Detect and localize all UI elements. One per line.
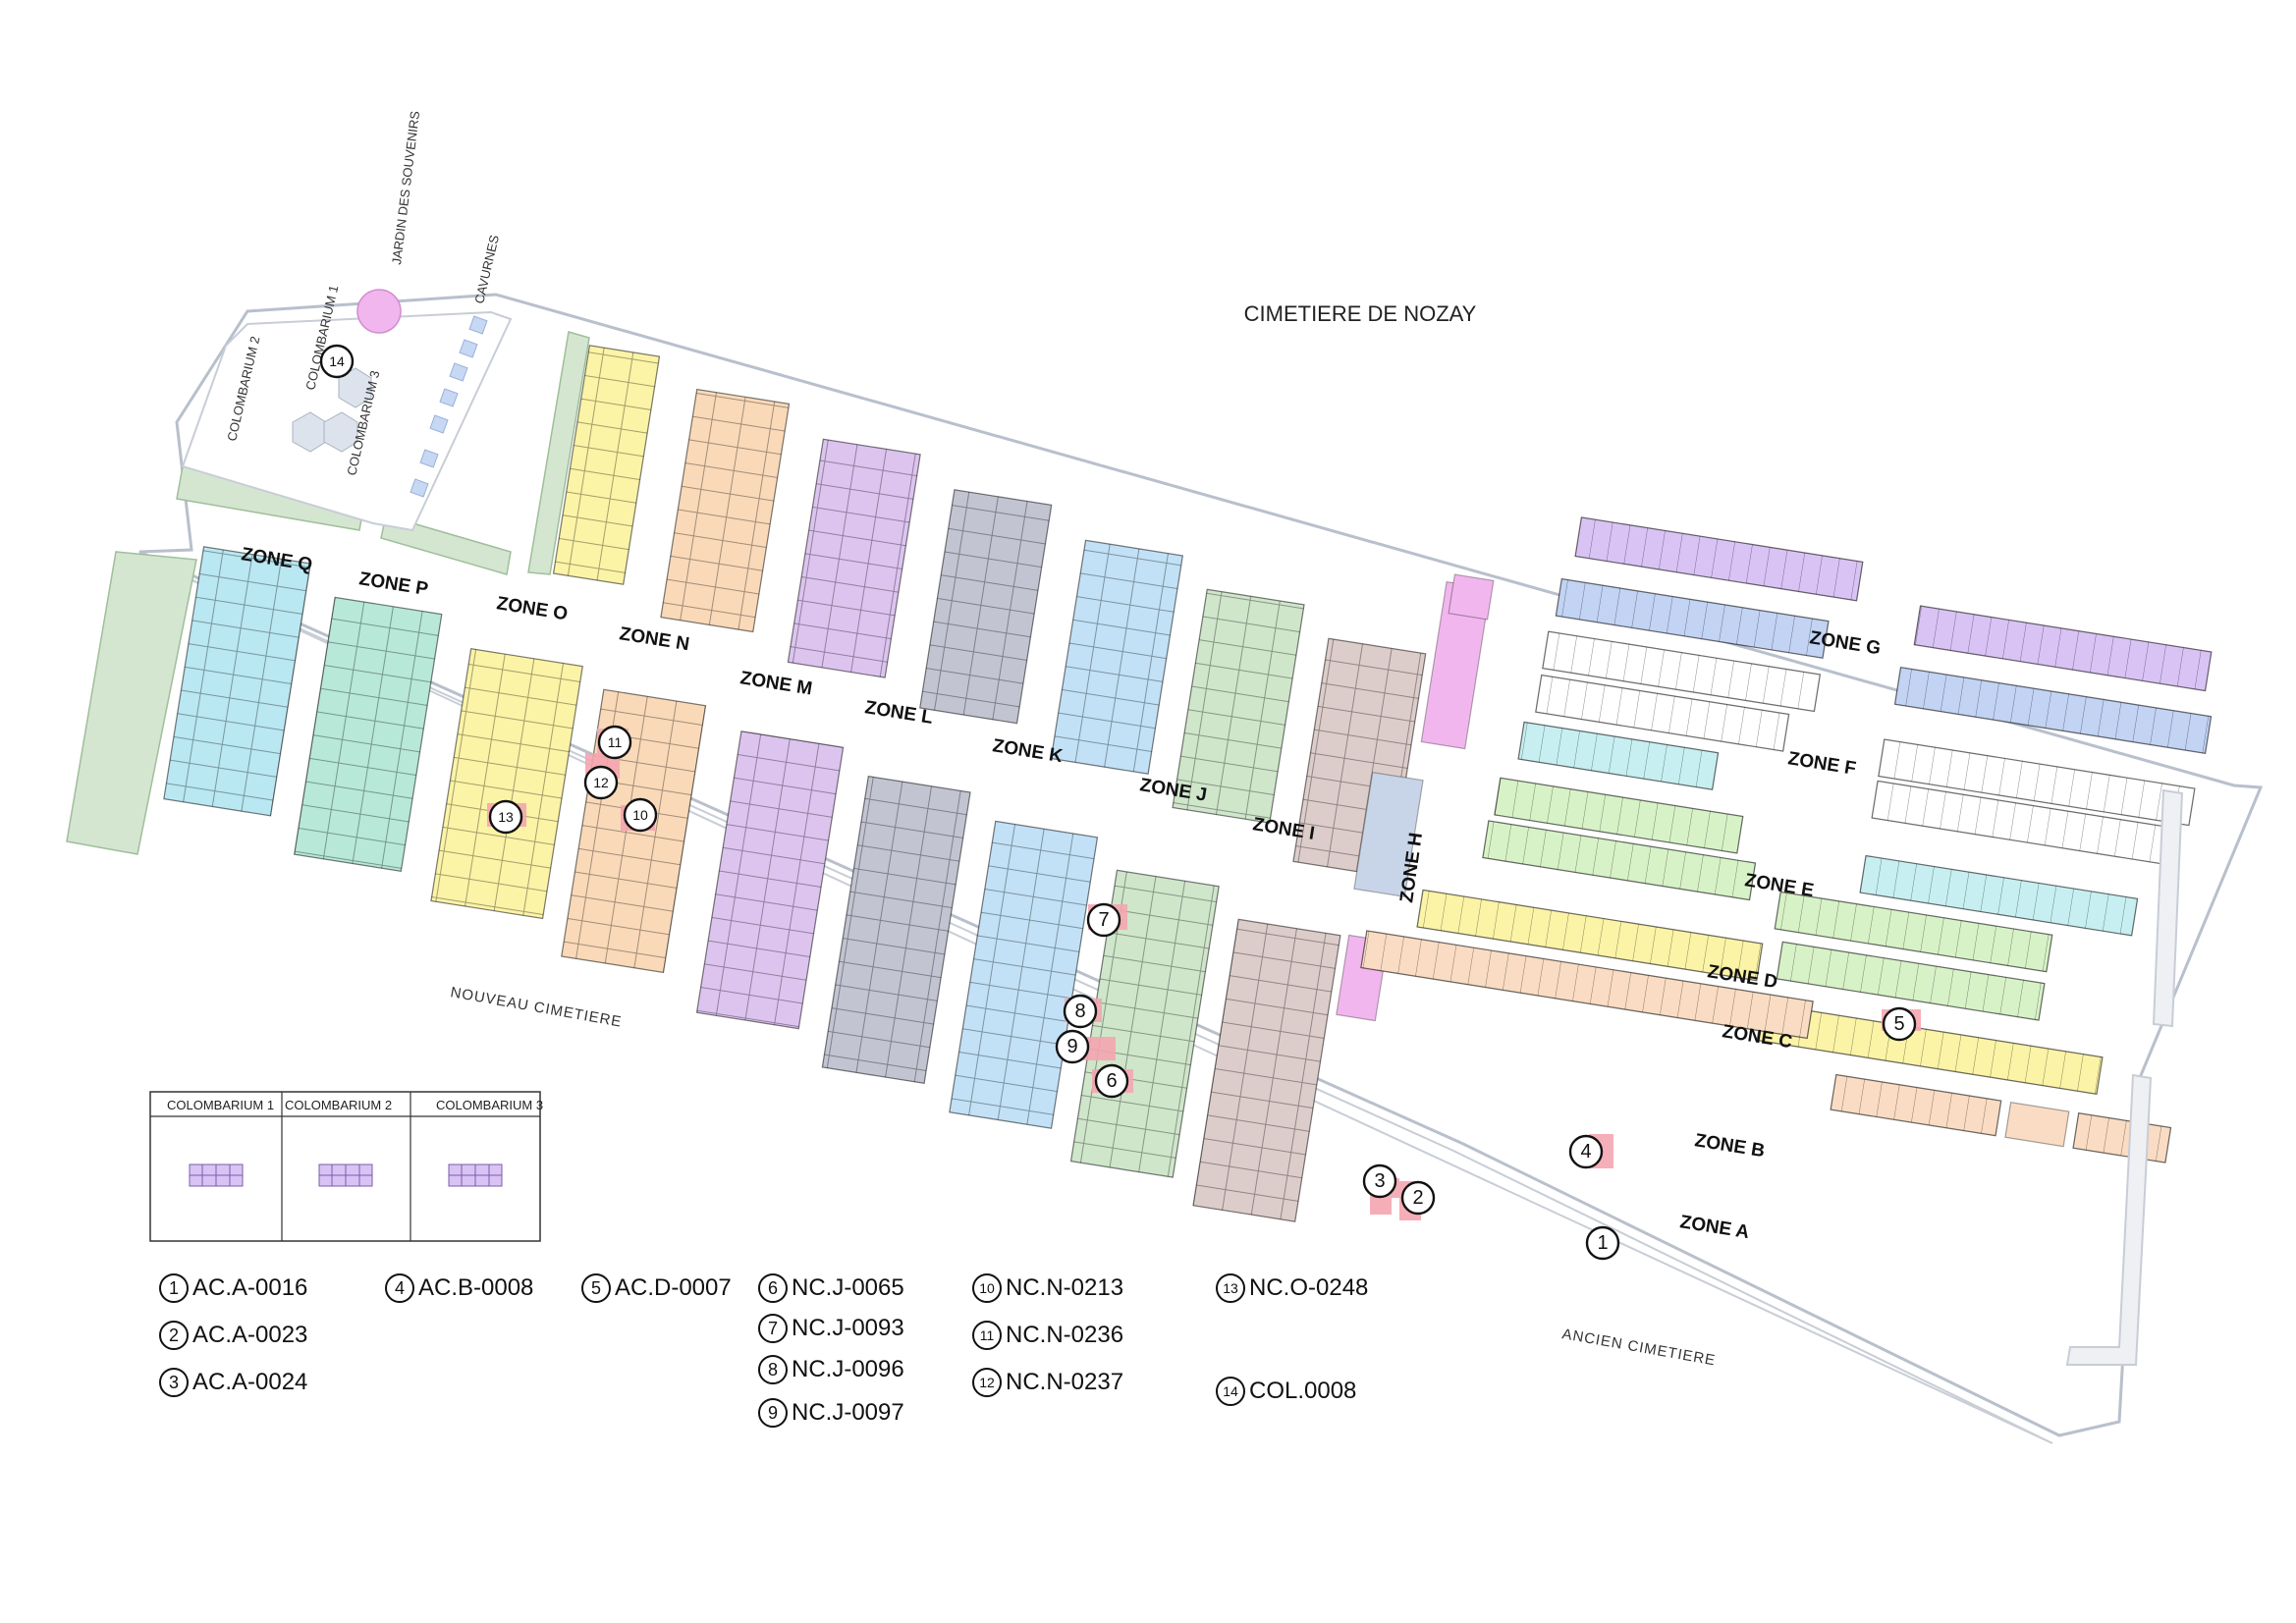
legend-code: AC.D-0007 [615,1274,732,1301]
legend-code: AC.A-0024 [192,1369,308,1395]
legend-number: 9 [758,1398,788,1428]
cavurnes-blocks [410,315,488,498]
marker-11: 11 [597,725,632,760]
svg-text:7: 7 [1098,909,1109,931]
legend-number: 8 [758,1355,788,1384]
marker-7: 7 [1086,902,1121,938]
zone-label-k: ZONE K [991,735,1064,767]
marker-12: 12 [583,765,619,800]
marker-14: 14 [319,344,355,379]
marker-10: 10 [623,797,658,833]
colombarium-enclosure: COLOMBARIUM 2 COLOMBARIUM 1 COLOMBARIUM … [181,110,513,532]
legend-item-14: 14 COL.0008 [1216,1377,1356,1406]
marker-8: 8 [1063,994,1098,1029]
zone-label-n: ZONE N [618,623,690,655]
colombarium-table-header-3: COLOMBARIUM 3 [436,1098,543,1112]
marker-2: 2 [1400,1180,1436,1216]
svg-text:3: 3 [1374,1170,1385,1192]
legend-code: AC.B-0008 [418,1274,534,1301]
marker-13: 13 [488,799,523,835]
svg-text:4: 4 [1580,1141,1591,1163]
svg-text:9: 9 [1066,1036,1077,1057]
colombarium-table: COLOMBARIUM 1 COLOMBARIUM 2 COLOMBARIUM … [149,1091,543,1242]
colombarium-table-header-1: COLOMBARIUM 1 [167,1098,274,1112]
legend-code: AC.A-0023 [192,1322,308,1348]
legend-item-1: 1 AC.A-0016 [159,1273,307,1303]
legend-code: NC.J-0097 [792,1399,904,1426]
legend-number: 11 [972,1321,1002,1350]
legend-code: AC.A-0016 [192,1274,308,1301]
legend-item-11: 11 NC.N-0236 [972,1321,1123,1350]
svg-text:13: 13 [498,809,514,825]
legend-code: NC.N-0237 [1006,1369,1124,1395]
svg-text:10: 10 [632,807,648,823]
legend-item-2: 2 AC.A-0023 [159,1321,307,1350]
legend-code: NC.N-0213 [1006,1274,1124,1301]
legend-item-6: 6 NC.J-0065 [758,1273,904,1303]
zone-label-b: ZONE B [1693,1130,1766,1162]
legend-item-5: 5 AC.D-0007 [581,1273,732,1303]
legend-code: NC.N-0236 [1006,1322,1124,1348]
legend-item-7: 7 NC.J-0093 [758,1314,904,1343]
marker-4: 4 [1568,1134,1604,1169]
legend-number: 14 [1216,1377,1245,1406]
legend-item-9: 9 NC.J-0097 [758,1398,904,1428]
svg-text:2: 2 [1412,1187,1423,1209]
svg-text:6: 6 [1106,1070,1117,1092]
lower-blocks [163,546,1341,1222]
zone-label-f: ZONE F [1786,748,1857,780]
legend-code: NC.O-0248 [1249,1274,1369,1301]
marker-5: 5 [1882,1006,1917,1042]
marker-9: 9 [1055,1029,1090,1064]
ancien-cimetiere-label: ANCIEN CIMETIERE [1560,1325,1717,1369]
colombarium-table-header-2: COLOMBARIUM 2 [285,1098,392,1112]
jardin-des-souvenirs-label: JARDIN DES SOUVENIRS [389,110,422,265]
old-cemetery-strips [1360,516,2213,1163]
legend-code: NC.J-0096 [792,1356,904,1382]
zone-label-e: ZONE E [1743,870,1815,901]
legend-item-8: 8 NC.J-0096 [758,1355,904,1384]
zone-label-a: ZONE A [1678,1212,1751,1243]
zone-label-p: ZONE P [357,568,429,600]
legend-number: 10 [972,1273,1002,1303]
legend-number: 6 [758,1273,788,1303]
legend-number: 5 [581,1273,611,1303]
svg-text:8: 8 [1074,1001,1085,1022]
legend-code: COL.0008 [1249,1378,1357,1404]
legend-item-10: 10 NC.N-0213 [972,1273,1123,1303]
legend-item-12: 12 NC.N-0237 [972,1368,1123,1397]
svg-text:12: 12 [593,775,609,790]
legend-item-4: 4 AC.B-0008 [385,1273,533,1303]
legend-number: 12 [972,1368,1002,1397]
marker-3: 3 [1362,1163,1397,1199]
legend-item-3: 3 AC.A-0024 [159,1368,307,1397]
legend-number: 1 [159,1273,189,1303]
legend-number: 2 [159,1321,189,1350]
svg-text:11: 11 [608,734,623,750]
legend-number: 4 [385,1273,414,1303]
zone-label-m: ZONE M [738,668,813,699]
legend-item-13: 13 NC.O-0248 [1216,1273,1368,1303]
legend-code: NC.J-0065 [792,1274,904,1301]
strip-a-3 [2004,1102,2070,1148]
legend-number: 13 [1216,1273,1245,1303]
legend-code: NC.J-0093 [792,1315,904,1341]
jardin-des-souvenirs-circle [356,289,402,334]
zone-label-o: ZONE O [495,593,569,624]
legend-number: 3 [159,1368,189,1397]
legend-number: 7 [758,1314,788,1343]
upper-blocks [552,345,1427,878]
svg-text:1: 1 [1597,1232,1608,1254]
svg-text:14: 14 [329,353,345,369]
marker-6: 6 [1094,1063,1129,1099]
svg-text:5: 5 [1893,1013,1904,1035]
nouveau-cimetiere-label: NOUVEAU CIMETIERE [449,984,623,1030]
map-markers: 1 2 3 4 5 6 7 8 9 10 11 12 13 14 [319,344,1917,1261]
marker-1: 1 [1585,1225,1620,1261]
right-walls [2065,788,2184,1366]
map-title: CIMETIERE DE NOZAY [1244,301,1477,326]
